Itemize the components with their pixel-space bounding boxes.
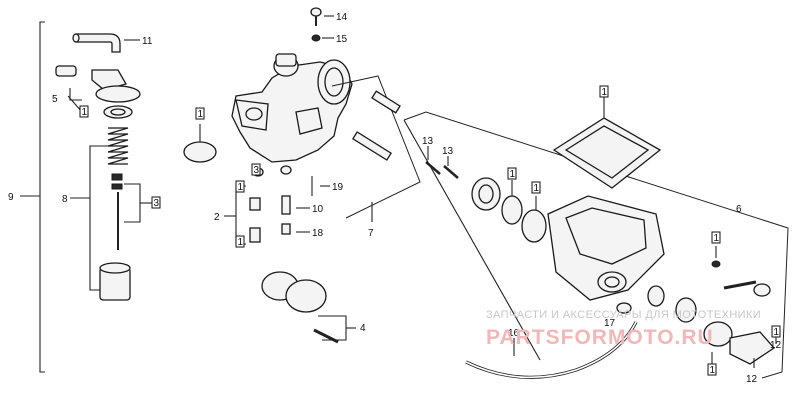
callouts: 14 15 11 5 1 9 8 3 1 1 2 3 19 10 18 1 7 … [8, 12, 782, 385]
callout-1-b: 1 [198, 109, 204, 120]
carburetor-body [231, 53, 353, 163]
diaphragm-parts [471, 177, 547, 243]
callout-1-c: 1 [238, 182, 244, 193]
callout-1-f: 1 [534, 183, 540, 194]
callout-13-b: 13 [442, 146, 454, 157]
callout-14: 14 [336, 12, 348, 23]
adjuster-screws [647, 246, 777, 368]
callout-2: 2 [214, 212, 220, 223]
section-7-box [331, 75, 421, 222]
callout-1-g: 1 [602, 87, 608, 98]
slide-valve-part [99, 262, 131, 301]
callout-7: 7 [368, 228, 374, 239]
callout-1-d: 1 [238, 237, 244, 248]
needle-clip-parts [111, 173, 152, 250]
callout-1-e: 1 [510, 169, 516, 180]
callout-13-a: 13 [422, 136, 434, 147]
spring-part [107, 127, 129, 165]
callout-17: 17 [604, 318, 616, 329]
float-bowl-gasket [552, 117, 662, 189]
screw-14-part [310, 7, 322, 42]
callout-1-h: 1 [714, 233, 720, 244]
watermark-caption: ЗАПЧАСТИ И АКСЕССУАРЫ ДЛЯ МОТОТЕХНИКИ [486, 309, 761, 321]
callout-15: 15 [336, 34, 348, 45]
watermark: ЗАПЧАСТИ И АКСЕССУАРЫ ДЛЯ МОТОТЕХНИКИ PA… [486, 309, 761, 349]
callout-18: 18 [312, 228, 324, 239]
elbow-tube-part [72, 33, 121, 53]
callout-8: 8 [62, 194, 68, 205]
callout-6: 6 [736, 204, 742, 215]
o-ring-part [183, 141, 217, 163]
callout-12-b: 12 [770, 340, 782, 351]
callout-1-a: 1 [82, 107, 88, 118]
drain-tube-part [465, 302, 638, 379]
callout-11: 11 [142, 36, 153, 47]
float-part [261, 271, 356, 344]
callout-1-j: 1 [774, 327, 780, 338]
callout-3-b: 3 [254, 165, 260, 176]
callout-9: 9 [8, 192, 14, 203]
callout-19: 19 [332, 182, 344, 193]
callout-16: 16 [508, 328, 520, 339]
screws-13-part [425, 146, 459, 179]
left-bracket-lines [20, 21, 118, 373]
callout-5: 5 [52, 94, 58, 105]
callout-10: 10 [312, 204, 324, 215]
fitting-parts [55, 65, 141, 119]
callout-12-a: 12 [746, 374, 758, 385]
float-bowl-part [547, 195, 665, 301]
callout-4: 4 [360, 323, 366, 334]
callout-3-a: 3 [154, 198, 160, 209]
callout-1-i: 1 [710, 365, 716, 376]
section-6-box [403, 111, 789, 379]
watermark-logo: PARTSFORMOTO.RU [486, 326, 714, 349]
